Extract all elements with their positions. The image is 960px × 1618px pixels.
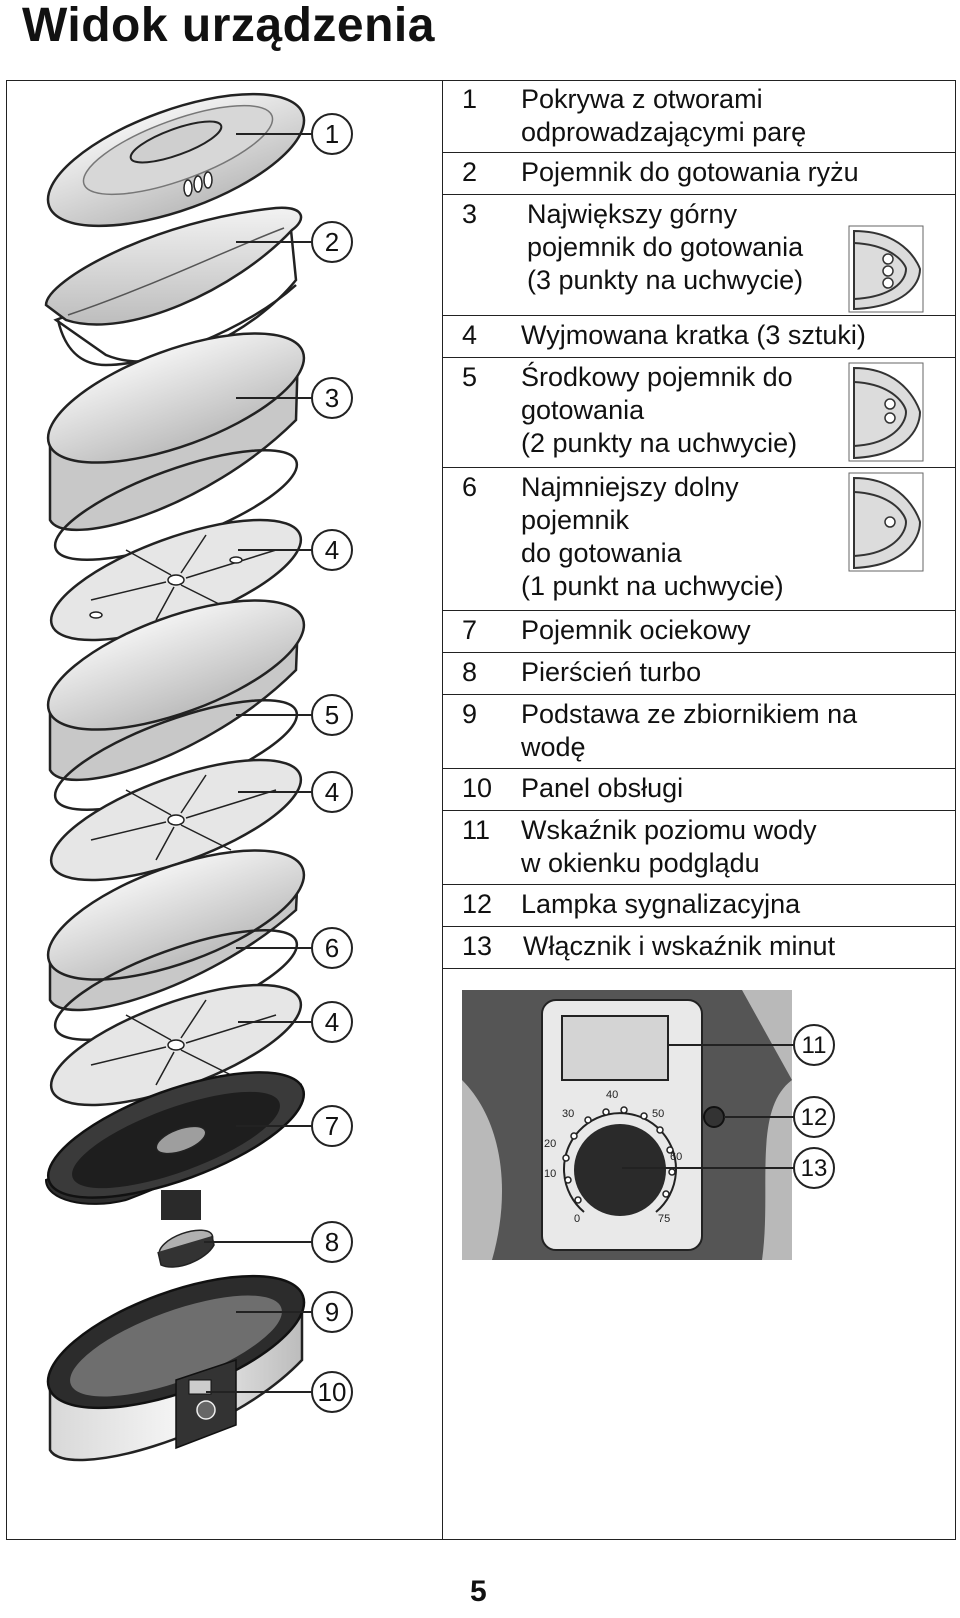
legend-row-4: 4 Wyjmowana kratka (3 sztuki) — [443, 316, 955, 358]
dial-tick-60: 60 — [670, 1151, 682, 1163]
legend-row-9: 9 Podstawa ze zbiornikiem na wodę — [443, 695, 955, 769]
legend-text: Lampka sygnalizacyjna — [521, 889, 801, 919]
steaming-grid-drawing — [49, 758, 303, 882]
exploded-view-illustration: 1 2 3 4 5 4 6 4 7 8 9 10 — [44, 92, 353, 1462]
callout-10: 10 — [318, 1377, 347, 1407]
legend-text: Podstawa ze zbiornikiem na wodę — [521, 699, 858, 762]
page-number: 5 — [470, 1575, 487, 1608]
legend-row-5: 5 Środkowy pojemnik do gotowania (2 punkt… — [443, 358, 955, 468]
page-title: Widok urządzenia — [22, 0, 435, 52]
handle-two-dots-icon — [848, 362, 924, 462]
legend-row-11: 11 Wskaźnik poziomu wody w okienku podglą… — [443, 811, 955, 885]
callout-8: 8 — [325, 1227, 339, 1257]
legend-row-7: 7 Pojemnik ociekowy — [443, 611, 955, 653]
legend-number: 9 — [462, 699, 478, 729]
callout-1: 1 — [325, 119, 339, 149]
callout-6: 6 — [325, 933, 339, 963]
column-divider — [442, 80, 443, 1540]
content-frame — [6, 80, 956, 1540]
base-drawing — [46, 1274, 306, 1462]
legend-number: 3 — [462, 199, 478, 229]
parts-legend: 1 Pokrywa z otworami odprowadzającymi par… — [443, 80, 955, 969]
legend-text: Włącznik i wskaźnik minut — [523, 931, 836, 961]
legend-text: Środkowy pojemnik do gotowania (2 punkty… — [521, 362, 798, 458]
legend-number: 5 — [462, 362, 478, 392]
legend-number: 4 — [462, 320, 478, 350]
legend-number: 12 — [462, 889, 493, 919]
legend-number: 2 — [462, 157, 478, 187]
dial-tick-10: 10 — [544, 1168, 556, 1180]
legend-text: Wskaźnik poziomu wody w okienku podglądu — [521, 815, 817, 878]
legend-text: Pojemnik ociekowy — [521, 615, 751, 645]
legend-text: Wyjmowana kratka (3 sztuki) — [521, 320, 866, 350]
legend-row-6: 6 Najmniejszy dolny pojemnik do gotowania… — [443, 468, 955, 611]
legend-row-13: 13 Włącznik i wskaźnik minut — [443, 927, 955, 969]
legend-text: Najmniejszy dolny pojemnik do gotowania … — [521, 472, 784, 601]
callout-2: 2 — [325, 227, 339, 257]
legend-row-2: 2 Pojemnik do gotowania ryżu — [443, 153, 955, 195]
control-panel-illustration: 0 10 20 30 40 50 60 75 11 12 13 — [462, 990, 835, 1260]
legend-number: 13 — [462, 931, 493, 961]
callout-11: 11 — [802, 1032, 827, 1059]
callout-4a: 4 — [325, 535, 339, 565]
callout-7: 7 — [325, 1111, 339, 1141]
callout-9: 9 — [325, 1297, 339, 1327]
legend-row-3: 3 Największy górny pojemnik do gotowania … — [443, 195, 955, 316]
legend-text: Pojemnik do gotowania ryżu — [521, 157, 859, 187]
legend-text: Największy górny pojemnik do gotowania (… — [527, 199, 804, 295]
dial-tick-30: 30 — [562, 1108, 574, 1120]
top-basket-drawing — [46, 332, 306, 562]
callout-4b: 4 — [325, 777, 339, 807]
callout-12: 12 — [801, 1104, 828, 1131]
legend-number: 7 — [462, 615, 478, 645]
legend-number: 6 — [462, 472, 478, 502]
legend-row-12: 12 Lampka sygnalizacyjna — [443, 885, 955, 927]
legend-row-1: 1 Pokrywa z otworami odprowadzającymi par… — [443, 80, 955, 153]
callout-3: 3 — [325, 383, 339, 413]
callout-5: 5 — [325, 700, 339, 730]
bottom-basket-drawing — [46, 849, 306, 1042]
lid-drawing — [46, 92, 306, 228]
callout-4c: 4 — [325, 1007, 339, 1037]
turbo-ring-drawing — [157, 1229, 215, 1268]
legend-number: 10 — [462, 773, 493, 803]
dial-tick-75: 75 — [658, 1213, 670, 1225]
legend-row-10: 10 Panel obsługi — [443, 769, 955, 811]
handle-three-dots-icon — [848, 225, 924, 313]
legend-text: Pierścień turbo — [521, 657, 702, 687]
dial-tick-20: 20 — [544, 1138, 556, 1150]
dial-tick-40: 40 — [606, 1089, 618, 1101]
legend-number: 11 — [462, 815, 491, 845]
handle-one-dot-icon — [848, 472, 924, 572]
dial-tick-0: 0 — [574, 1213, 580, 1225]
legend-text: Pokrywa z otworami odprowadzającymi parę — [521, 84, 807, 147]
legend-row-8: 8 Pierścień turbo — [443, 653, 955, 695]
callout-13: 13 — [801, 1155, 828, 1182]
drip-tray-drawing — [44, 1071, 306, 1220]
middle-basket-drawing — [46, 599, 306, 812]
legend-number: 8 — [462, 657, 478, 687]
legend-text: Panel obsługi — [521, 773, 684, 803]
dial-tick-50: 50 — [652, 1108, 664, 1120]
legend-number: 1 — [462, 84, 478, 114]
